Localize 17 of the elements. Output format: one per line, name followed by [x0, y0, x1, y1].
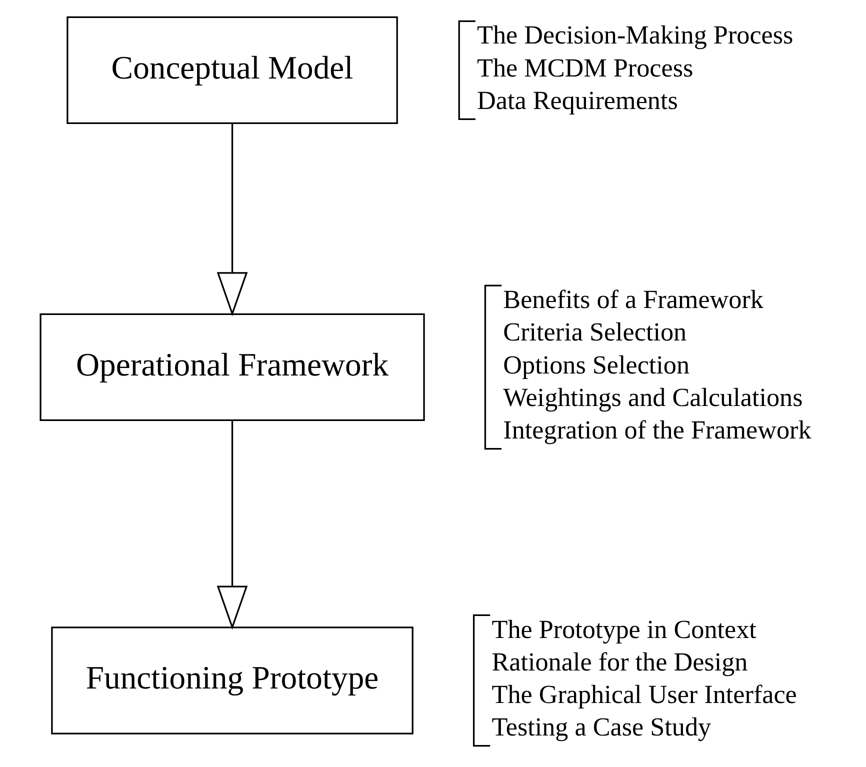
node-label: Data Requirements	[477, 86, 678, 116]
node-box: Conceptual Model	[66, 16, 398, 124]
node-label: Rationale for the Design	[492, 647, 748, 676]
node-label: The Decision-Making Process	[477, 20, 794, 50]
node-label: Integration of the Framework	[503, 416, 812, 445]
node-label: The Prototype in Context	[492, 614, 756, 644]
node-label: The Graphical User Interface	[492, 680, 797, 710]
node-label: The MCDM Process	[477, 53, 694, 82]
node-box: Functioning Prototype	[51, 626, 414, 734]
node-box: Operational Framework	[40, 313, 425, 422]
node-label: Weightings and Calculations	[503, 383, 803, 412]
arrow	[216, 124, 248, 316]
arrow	[216, 420, 248, 630]
node-label: Testing a Case Study	[492, 712, 712, 742]
node-label: Options Selection	[503, 350, 690, 380]
node-label: Criteria Selection	[503, 318, 687, 347]
node-label: Benefits of a Framework	[503, 285, 764, 314]
